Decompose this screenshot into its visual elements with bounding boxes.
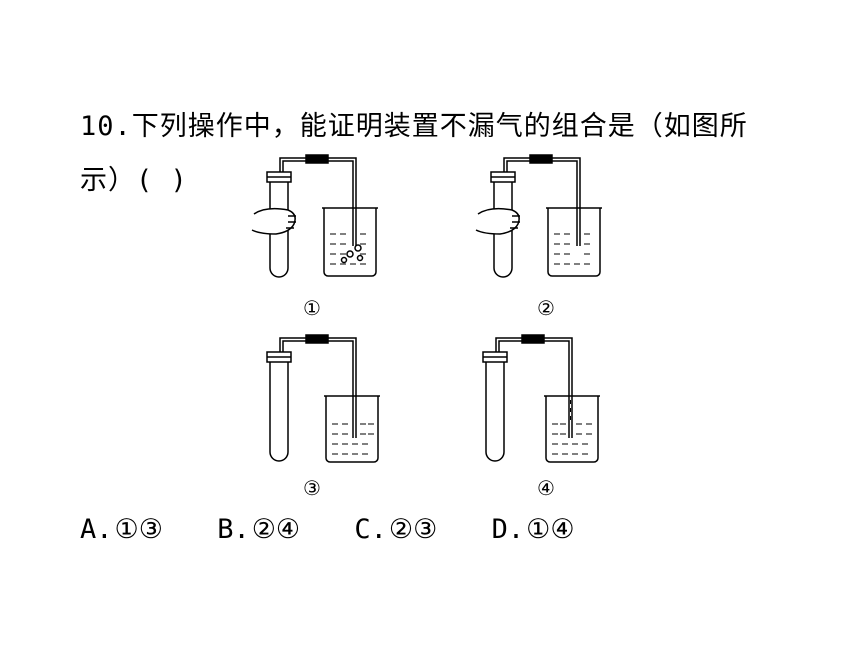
apparatus-figure-3 [266, 334, 380, 463]
option-d[interactable]: D.①④ [492, 514, 575, 545]
figure-label-4: ④ [537, 476, 555, 500]
answer-options: A.①③ B.②④ C.②③ D.①④ [80, 514, 613, 545]
option-c[interactable]: C.②③ [354, 514, 437, 545]
option-b[interactable]: B.②④ [217, 514, 300, 545]
apparatus-figure-1 [251, 154, 378, 278]
figure-label-2: ② [537, 296, 555, 320]
option-c-letter: C. [354, 514, 387, 545]
apparatus-figure-4 [482, 334, 600, 463]
question-text-line-2: 示）( ) [80, 165, 188, 196]
option-a[interactable]: A.①③ [80, 514, 163, 545]
figure-label-3: ③ [303, 476, 321, 500]
question-text-line-1: 10.下列操作中，能证明装置不漏气的组合是（如图所 [80, 111, 748, 142]
option-d-letter: D. [491, 514, 525, 545]
figure-label-1: ① [303, 296, 321, 320]
apparatus-figure-2 [475, 154, 602, 278]
option-a-value: ①③ [114, 514, 163, 545]
option-b-value: ②④ [251, 514, 301, 545]
option-a-letter: A. [80, 514, 113, 545]
option-c-value: ②③ [388, 514, 438, 545]
option-d-value: ①④ [526, 514, 575, 545]
option-b-letter: B. [217, 514, 250, 545]
